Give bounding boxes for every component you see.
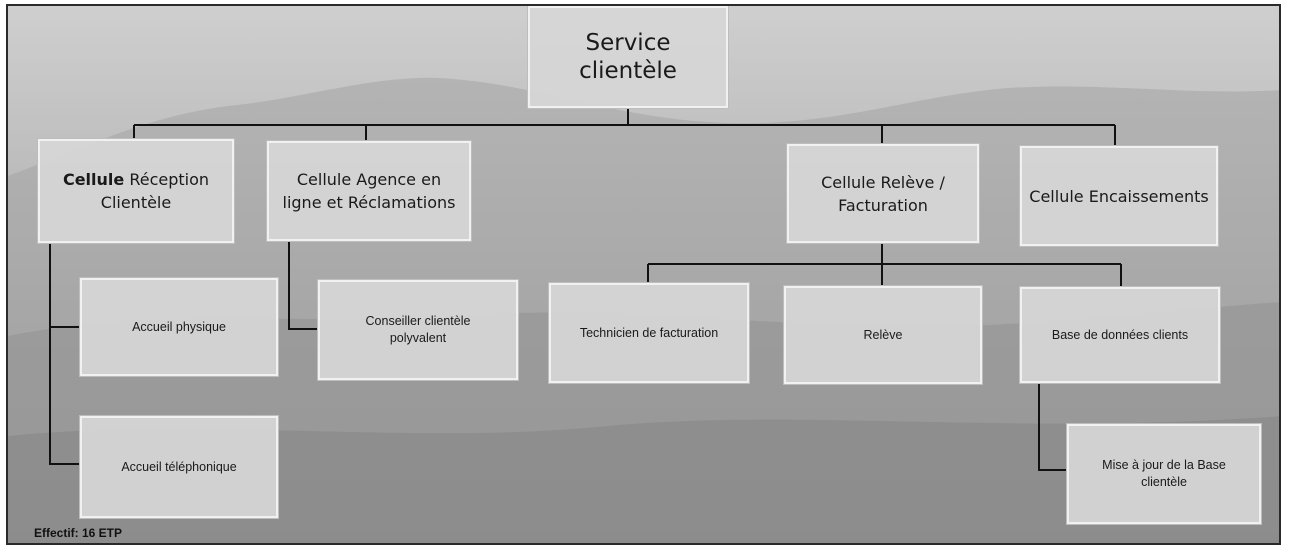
node-technicien-facturation: Technicien de facturation [549, 283, 749, 383]
org-chart-canvas: Service clientèle Cellule Réception Clie… [6, 4, 1281, 545]
node-conseiller-clientele-label: Conseiller clientèle polyvalent [365, 314, 471, 345]
node-base-donnees-clients-label: Base de données clients [1051, 327, 1189, 342]
node-cellule-agence-label: Cellule Agence en ligne et Réclamations [282, 170, 456, 212]
effectif-footnote: Effectif: 16 ETP [34, 526, 123, 540]
connector-lines [49, 108, 1122, 471]
node-technicien-facturation-label: Technicien de facturation [579, 325, 719, 340]
node-cellule-encaissements: Cellule Encaissements [1020, 146, 1218, 246]
agence-spine [288, 241, 318, 330]
node-accueil-physique: Accueil physique [80, 278, 278, 376]
node-accueil-physique-label: Accueil physique [132, 319, 226, 334]
node-cellule-reception: Cellule Réception Clientèle [38, 139, 234, 243]
node-conseiller-clientele: Conseiller clientèle polyvalent [318, 280, 518, 380]
node-releve: Relève [784, 286, 982, 384]
root-node-service-clientele: Service clientèle [528, 6, 728, 108]
node-mise-a-jour-base-label: Mise à jour de la Base clientèle [1102, 458, 1226, 489]
node-base-donnees-clients: Base de données clients [1020, 287, 1220, 383]
reception-spine [49, 243, 80, 465]
node-accueil-telephonique: Accueil téléphonique [80, 416, 278, 518]
node-cellule-encaissements-label: Cellule Encaissements [1029, 186, 1209, 206]
node-cellule-agence: Cellule Agence en ligne et Réclamations [267, 141, 471, 241]
root-node-label: Service clientèle [579, 30, 677, 84]
node-releve-label: Relève [863, 327, 903, 342]
node-cellule-releve-label: Cellule Relève / Facturation [821, 172, 945, 215]
cellule-reception-rest: Réception Clientèle [100, 170, 210, 212]
node-cellule-reception-label: Cellule Réception Clientèle [63, 168, 209, 214]
node-mise-a-jour-base: Mise à jour de la Base clientèle [1067, 424, 1261, 524]
cellule-bold-word: Cellule [62, 170, 125, 189]
node-cellule-releve: Cellule Relève / Facturation [787, 144, 979, 243]
node-accueil-telephonique-label: Accueil téléphonique [121, 459, 237, 474]
base-spine [1038, 383, 1067, 471]
